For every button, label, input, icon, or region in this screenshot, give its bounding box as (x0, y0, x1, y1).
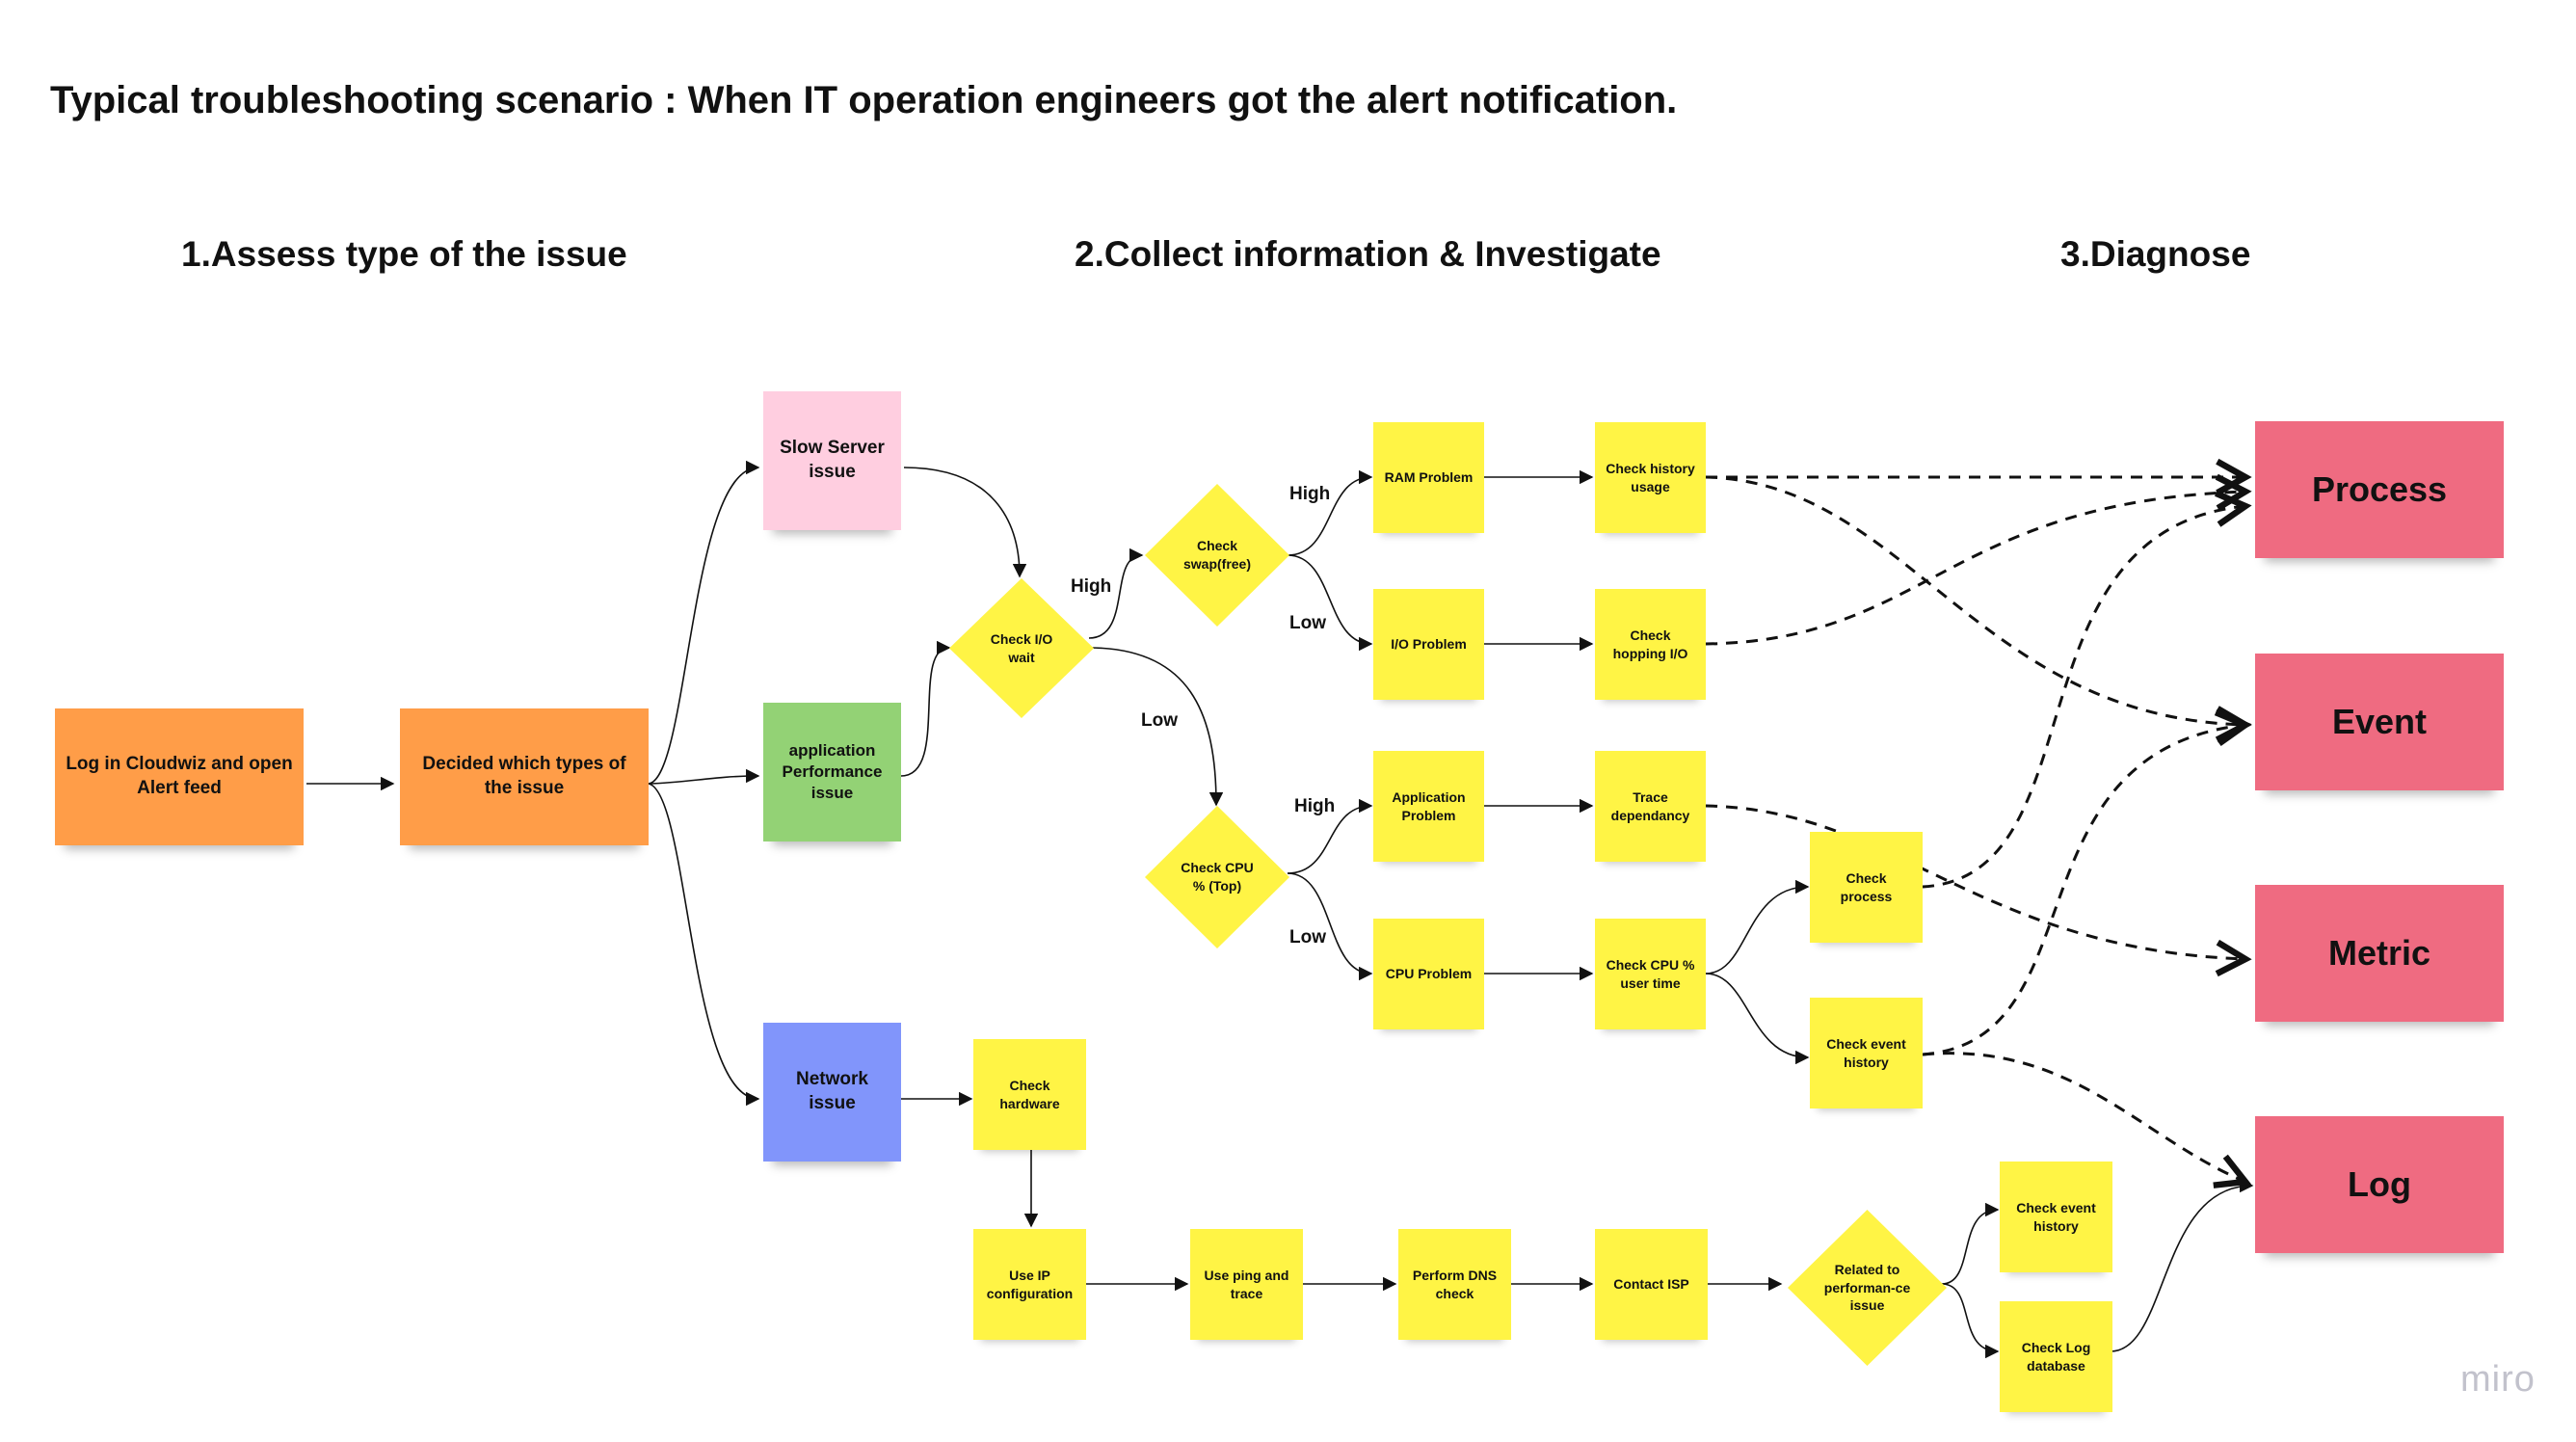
sticky-check-hardware[interactable]: Check hardware (973, 1039, 1086, 1150)
edge-label-high-swap: High (1289, 484, 1331, 504)
outcome-process[interactable]: Process (2255, 421, 2504, 558)
sticky-slow-server-issue-text: Slow Server issue (780, 438, 885, 482)
sticky-use-ping-trace-text: Use ping and trace (1204, 1268, 1289, 1301)
sticky-login-alert-feed-text: Log in Cloudwiz and open Alert feed (66, 754, 293, 798)
edge-decide-slow (648, 460, 760, 785)
outcome-metric[interactable]: Metric (2255, 885, 2504, 1022)
edge-label-low-io: Low (1141, 710, 1178, 731)
sticky-cpu-problem-text: CPU Problem (1385, 966, 1473, 982)
edge-swap-ram (1287, 469, 1373, 556)
sticky-trace-dependancy-text: Trace dependancy (1610, 789, 1690, 823)
decision-related-performance-text: Related to performan-ce issue (1823, 1261, 1911, 1314)
outcome-log[interactable]: Log (2255, 1116, 2504, 1253)
sticky-perform-dns-check-text: Perform DNS check (1412, 1268, 1498, 1301)
decision-check-io-wait-text: Check I/O wait (990, 630, 1053, 665)
page-title: Typical troubleshooting scenario : When … (50, 79, 1678, 121)
edge-slow-iowait (903, 467, 1027, 578)
sticky-application-problem[interactable]: Application Problem (1373, 751, 1484, 862)
decision-check-io-wait[interactable]: Check I/O wait (949, 578, 1094, 718)
edge-app-iowait (900, 640, 951, 777)
sticky-contact-isp-text: Contact ISP (1613, 1276, 1689, 1293)
sticky-decide-issue-type[interactable]: Decided which types of the issue (400, 708, 649, 845)
sticky-network-issue-text: Network issue (796, 1069, 868, 1113)
edge-label-low-cpu: Low (1289, 927, 1326, 948)
edge-swap-io (1287, 554, 1373, 652)
outcome-log-text: Log (2348, 1163, 2411, 1204)
edge-logdb-log (2110, 1178, 2254, 1352)
miro-logo: miro (2460, 1359, 2536, 1400)
sticky-check-process[interactable]: Check process (1810, 832, 1923, 943)
sticky-network-issue[interactable]: Network issue (763, 1023, 901, 1162)
sticky-ram-problem[interactable]: RAM Problem (1373, 422, 1484, 533)
sticky-io-problem[interactable]: I/O Problem (1373, 589, 1484, 700)
decision-related-performance[interactable]: Related to performan-ce issue (1788, 1210, 1947, 1366)
edge-iowait-cpu (1088, 647, 1224, 807)
sticky-cpu-problem[interactable]: CPU Problem (1373, 919, 1484, 1029)
dashed-process-process (1922, 506, 2245, 889)
edge-cpu-app (1287, 798, 1373, 874)
sticky-ram-problem-text: RAM Problem (1384, 469, 1474, 486)
sticky-check-process-text: Check process (1840, 870, 1893, 904)
sticky-check-hopping-io-text: Check hopping I/O (1612, 628, 1688, 661)
sticky-trace-dependancy[interactable]: Trace dependancy (1595, 751, 1706, 862)
edge-cpu-cpuproblem (1287, 872, 1373, 981)
decision-check-cpu-top-text: Check CPU % (Top) (1181, 860, 1254, 894)
sticky-app-performance-issue-text: application Performance issue (782, 740, 883, 803)
edge-cpuuser-event (1705, 973, 1810, 1065)
sticky-check-history-usage[interactable]: Check history usage (1595, 422, 1706, 533)
phase-assess-heading: 1.Assess type of the issue (181, 234, 627, 274)
sticky-app-performance-issue[interactable]: application Performance issue (763, 703, 901, 841)
sticky-perform-dns-check[interactable]: Perform DNS check (1398, 1229, 1511, 1340)
dashed-trace-metric (1705, 804, 2245, 959)
edge-decide-network (648, 783, 760, 1107)
sticky-use-ip-configuration[interactable]: Use IP configuration (973, 1229, 1086, 1340)
dashed-hopping-process (1705, 492, 2245, 646)
edge-related-event (1941, 1202, 2000, 1285)
phase-investigate-heading: 2.Collect information & Investigate (1075, 234, 1661, 274)
dashed-event1-log (1922, 1052, 2245, 1182)
sticky-contact-isp[interactable]: Contact ISP (1595, 1229, 1708, 1340)
edge-related-logdb (1941, 1283, 2000, 1359)
sticky-use-ping-trace[interactable]: Use ping and trace (1190, 1229, 1303, 1340)
sticky-check-event-history-network[interactable]: Check event history (2000, 1162, 2112, 1272)
sticky-check-history-usage-text: Check history usage (1606, 461, 1695, 494)
edge-decide-app (648, 768, 760, 785)
decision-check-cpu-top[interactable]: Check CPU % (Top) (1145, 806, 1289, 948)
outcome-metric-text: Metric (2327, 932, 2431, 973)
edge-label-low-swap: Low (1289, 613, 1326, 633)
sticky-slow-server-issue[interactable]: Slow Server issue (763, 391, 901, 530)
sticky-check-event-history-cpu[interactable]: Check event history (1810, 998, 1923, 1108)
decision-check-swap[interactable]: Check swap(free) (1145, 484, 1289, 627)
sticky-io-problem-text: I/O Problem (1391, 636, 1467, 653)
sticky-application-problem-text: Application Problem (1392, 789, 1466, 823)
sticky-check-hardware-text: Check hardware (999, 1078, 1060, 1111)
sticky-check-event-history-network-text: Check event history (2016, 1200, 2096, 1234)
sticky-decide-issue-type-text: Decided which types of the issue (422, 754, 626, 798)
dashed-event1-event (1922, 725, 2245, 1056)
dashed-history-event (1705, 475, 2245, 725)
sticky-check-log-database-text: Check Log database (2021, 1340, 2091, 1374)
sticky-check-cpu-user-time[interactable]: Check CPU % user time (1595, 919, 1706, 1029)
sticky-check-hopping-io[interactable]: Check hopping I/O (1595, 589, 1706, 700)
edge-label-high-io: High (1071, 576, 1112, 597)
edge-label-high-cpu: High (1294, 796, 1336, 816)
sticky-check-event-history-cpu-text: Check event history (1826, 1036, 1906, 1070)
decision-check-swap-text: Check swap(free) (1182, 538, 1252, 572)
sticky-use-ip-configuration-text: Use IP configuration (986, 1268, 1074, 1301)
edge-iowait-swap (1088, 547, 1144, 639)
phase-diagnose-heading: 3.Diagnose (2060, 234, 2251, 274)
outcome-process-text: Process (2311, 468, 2448, 509)
outcome-event[interactable]: Event (2255, 654, 2504, 790)
sticky-check-log-database[interactable]: Check Log database (2000, 1301, 2112, 1412)
edge-cpuuser-process (1705, 879, 1810, 975)
sticky-check-cpu-user-time-text: Check CPU % user time (1606, 957, 1695, 991)
outcome-event-text: Event (2331, 701, 2428, 741)
sticky-login-alert-feed[interactable]: Log in Cloudwiz and open Alert feed (55, 708, 304, 845)
